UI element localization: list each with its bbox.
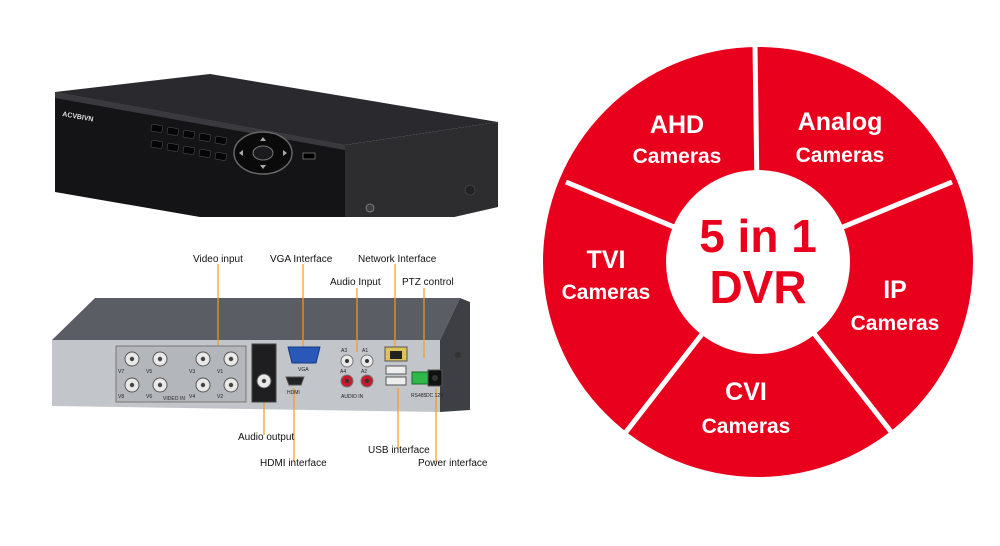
video-in-label: VIDEO IN bbox=[163, 396, 185, 402]
wheel-center bbox=[666, 170, 850, 354]
wheel-graphic: 5 in 1 DVR AHD Cameras Analog Cameras IP… bbox=[543, 44, 973, 477]
callout-hdmi-interface: HDMI interface bbox=[260, 458, 327, 469]
front-button[interactable] bbox=[182, 145, 195, 155]
audio-channel-label: A2 bbox=[361, 369, 367, 375]
network-usb-block bbox=[384, 346, 408, 386]
dvr-front-face bbox=[55, 92, 345, 242]
callout-vga-interface: VGA Interface bbox=[270, 254, 333, 265]
audio-channel-label: A1 bbox=[362, 348, 368, 354]
front-button[interactable] bbox=[198, 132, 211, 142]
segment-ahd-line1: AHD bbox=[650, 111, 704, 139]
front-buttons bbox=[150, 123, 227, 161]
arrow-right-icon bbox=[283, 150, 287, 156]
channel-label: V4 bbox=[189, 394, 195, 400]
front-button[interactable] bbox=[166, 126, 179, 136]
arrow-down-icon bbox=[260, 165, 266, 169]
channel-label: V7 bbox=[118, 369, 124, 375]
power-port: DC 12V bbox=[426, 352, 461, 399]
front-button[interactable] bbox=[182, 129, 195, 139]
dc12v-label: DC 12V bbox=[426, 393, 444, 399]
segment-tvi-line2: Cameras bbox=[562, 281, 651, 304]
dvr-back-drawing: VIDEO IN V7 V5 V3 V1 V8 V6 V4 V2 V-OUT A… bbox=[52, 264, 470, 462]
power-indicator bbox=[365, 203, 375, 213]
camera-type-wheel: 5 in 1 DVR AHD Cameras Analog Cameras IP… bbox=[520, 0, 1000, 541]
front-button[interactable] bbox=[214, 151, 227, 161]
dvr-back-top bbox=[52, 298, 460, 340]
segment-cvi-line1: CVI bbox=[725, 378, 767, 406]
callout-ptz-control: PTZ control bbox=[402, 277, 454, 288]
ground-screw bbox=[455, 352, 461, 358]
channel-label: V8 bbox=[118, 394, 124, 400]
vout-label: V-OUT bbox=[255, 368, 270, 374]
arrow-up-icon bbox=[260, 137, 266, 141]
segment-cvi-line2: Cameras bbox=[702, 415, 791, 438]
center-title-line2: DVR bbox=[709, 261, 806, 313]
callout-leaders bbox=[217, 264, 437, 462]
callout-usb-interface: USB interface bbox=[368, 445, 430, 456]
segment-ip-line2: Cameras bbox=[851, 312, 940, 335]
segment-ahd-line2: Cameras bbox=[633, 145, 722, 168]
bnc-video-inputs: VIDEO IN V7 V5 V3 V1 V8 V6 V4 V2 bbox=[115, 345, 247, 403]
arrow-left-icon bbox=[239, 150, 243, 156]
audio-inputs: A3 A1 A4 A2 AUDIO IN bbox=[340, 348, 374, 400]
vga-label: VGA bbox=[298, 367, 309, 373]
callout-audio-output: Audio output bbox=[238, 432, 295, 443]
av-output-block: V-OUT A-OUT bbox=[251, 343, 277, 403]
hdmi-label: HDMI bbox=[287, 390, 300, 396]
channel-label: V3 bbox=[189, 369, 195, 375]
center-title-line1: 5 in 1 bbox=[699, 210, 817, 262]
segment-analog-line1: Analog bbox=[798, 108, 883, 136]
audio-channel-label: A4 bbox=[340, 369, 346, 375]
callout-video-input: Video input bbox=[193, 254, 243, 265]
channel-label: V5 bbox=[146, 369, 152, 375]
dvr-top-surface bbox=[55, 74, 498, 145]
front-button[interactable] bbox=[150, 123, 163, 133]
front-button[interactable] bbox=[166, 142, 179, 152]
vga-port: VGA bbox=[287, 346, 321, 373]
hdmi-port: HDMI bbox=[285, 376, 305, 396]
channel-label: V2 bbox=[217, 394, 223, 400]
channel-label: V6 bbox=[146, 394, 152, 400]
front-button[interactable] bbox=[150, 139, 163, 149]
front-button[interactable] bbox=[198, 148, 211, 158]
dvr-right-side bbox=[345, 122, 498, 242]
front-button[interactable] bbox=[214, 135, 227, 145]
rs485-label: RS485 bbox=[411, 393, 427, 399]
aout-label: A-OUT bbox=[255, 395, 271, 401]
callout-power-interface: Power interface bbox=[418, 458, 488, 469]
dvr-front-drawing: ACVBIVN bbox=[55, 74, 498, 242]
audio-channel-label: A3 bbox=[341, 348, 347, 354]
audio-in-label: AUDIO IN bbox=[341, 394, 364, 400]
jog-dial[interactable] bbox=[233, 131, 293, 175]
ir-sensor bbox=[464, 184, 476, 196]
callout-audio-input: Audio Input bbox=[330, 277, 381, 288]
dvr-front-image: ACVBIVN bbox=[0, 52, 528, 242]
segment-analog-line2: Cameras bbox=[796, 144, 885, 167]
usb-icon[interactable] bbox=[302, 152, 316, 160]
segment-tvi-line1: TVI bbox=[587, 246, 626, 274]
callout-network-interface: Network Interface bbox=[358, 254, 437, 265]
segment-ip-line1: IP bbox=[883, 276, 907, 304]
dvr-back-image: VIDEO IN V7 V5 V3 V1 V8 V6 V4 V2 V-OUT A… bbox=[0, 240, 528, 541]
channel-label: V1 bbox=[217, 369, 223, 375]
